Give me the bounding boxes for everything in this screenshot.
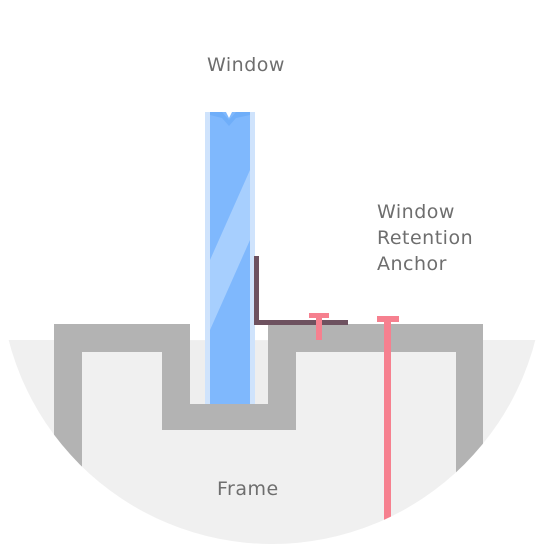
pink-fastener-long-head [377,316,399,322]
frame-profile [54,324,483,544]
long-fastener-shaft [384,320,391,520]
frame-label: Frame [217,478,279,500]
anchor-label-line-2: Retention [377,227,474,249]
window-glass [190,104,268,404]
retention-anchor-label: Window Retention Anchor [377,199,473,277]
anchor-label-line-3: Anchor [377,253,447,275]
anchor-label-line-1: Window [377,201,455,223]
retention-anchor-bracket [254,256,348,325]
pink-fastener [309,313,329,340]
window-label: Window [207,54,285,76]
